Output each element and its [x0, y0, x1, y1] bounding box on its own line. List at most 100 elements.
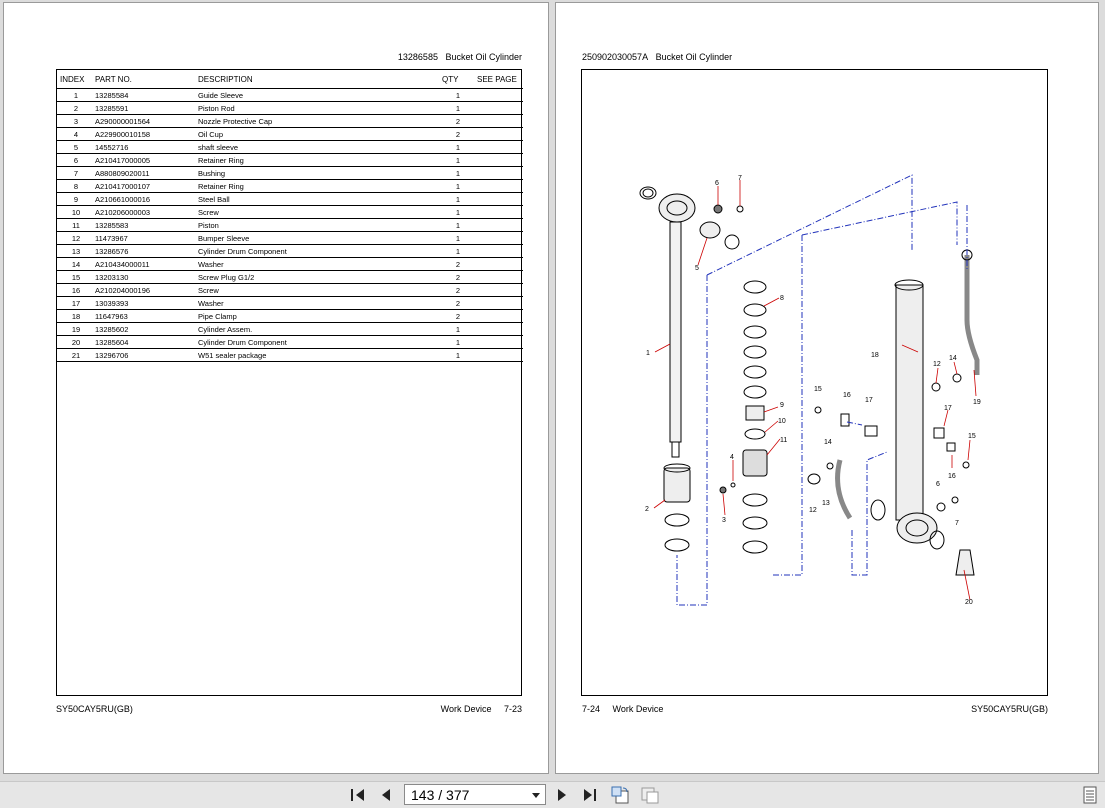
cell-qty: 1: [439, 153, 474, 167]
cell-index: 13: [57, 244, 92, 258]
sidebar-panel-icon: [1083, 786, 1097, 804]
callout-19: 19: [973, 399, 981, 406]
cell-part-no: A229900010158: [92, 127, 195, 141]
cell-qty: 1: [439, 244, 474, 258]
callout-12b: 12: [809, 507, 817, 514]
column-header-description: DESCRIPTION: [195, 70, 439, 89]
rotate-view-button[interactable]: [610, 786, 630, 804]
header-part-no: 13286585: [397, 52, 438, 62]
callout-6b: 6: [936, 481, 940, 488]
cell-index: 10: [57, 205, 92, 219]
cell-see-page: [474, 192, 523, 206]
cell-description: Oil Cup: [195, 127, 439, 141]
callout-2: 2: [645, 506, 649, 513]
next-page-button[interactable]: [552, 786, 572, 804]
cell-qty: 1: [439, 335, 474, 349]
cell-see-page: [474, 179, 523, 193]
cell-qty: 1: [439, 179, 474, 193]
cell-qty: 2: [439, 309, 474, 323]
header-part-no: 250902030057A: [582, 52, 649, 62]
left-footer-model: SY50CAY5RU(GB): [56, 704, 133, 714]
callout-6: 6: [715, 180, 719, 187]
cell-index: 2: [57, 101, 92, 115]
column-header-see-page: SEE PAGE: [474, 70, 523, 89]
cell-index: 19: [57, 322, 92, 336]
cell-see-page: [474, 309, 523, 323]
cell-index: 11: [57, 218, 92, 232]
header-title: Bucket Oil Cylinder: [445, 52, 522, 62]
page-number-select[interactable]: 143 / 377: [404, 784, 546, 805]
cell-part-no: 13296706: [92, 348, 195, 362]
cell-description: Nozzle Protective Cap: [195, 114, 439, 128]
callout-9: 9: [780, 402, 784, 409]
right-footer-section: Work Device: [612, 704, 664, 714]
cell-qty: 1: [439, 322, 474, 336]
right-footer-page: 7-24: [582, 704, 601, 714]
cell-description: Piston: [195, 218, 439, 232]
sidebar-panel-button[interactable]: [1080, 786, 1100, 804]
cell-index: 12: [57, 231, 92, 245]
callout-11: 11: [780, 437, 787, 444]
cell-see-page: [474, 140, 523, 154]
cell-description: Cylinder Drum Component: [195, 244, 439, 258]
callout-12a: 12: [933, 361, 941, 368]
previous-page-button[interactable]: [376, 786, 396, 804]
cell-part-no: 13039393: [92, 296, 195, 310]
cell-index: 7: [57, 166, 92, 180]
cell-description: Screw: [195, 205, 439, 219]
last-page-button[interactable]: [580, 786, 600, 804]
cell-part-no: 13203130: [92, 270, 195, 284]
cell-part-no: A210206000003: [92, 205, 195, 219]
cell-see-page: [474, 322, 523, 336]
cell-description: Cylinder Drum Component: [195, 335, 439, 349]
callout-13: 13: [822, 500, 830, 507]
guide-sleeve-drawing: [663, 463, 691, 552]
page-indicator: 143 / 377: [411, 786, 470, 803]
column-header-index: INDEX: [57, 70, 92, 89]
callout-labels: 1 2 3 4 5 6 7 8 9 10 11 12 12 13 14 14 1…: [645, 175, 981, 606]
cell-description: Steel Ball: [195, 192, 439, 206]
first-page-button[interactable]: [348, 786, 368, 804]
cell-index: 4: [57, 127, 92, 141]
piston-rod-drawing: [658, 193, 696, 458]
cell-see-page: [474, 270, 523, 284]
cell-qty: 1: [439, 205, 474, 219]
next-page-icon: [558, 789, 566, 801]
cell-index: 6: [57, 153, 92, 167]
cell-index: 20: [57, 335, 92, 349]
cell-qty: 1: [439, 166, 474, 180]
callout-14a: 14: [949, 355, 957, 362]
cell-part-no: 14552716: [92, 140, 195, 154]
left-footer-section: Work Device: [440, 704, 492, 714]
chevron-down-icon: [532, 793, 540, 798]
cell-qty: 1: [439, 140, 474, 154]
callout-16b: 16: [948, 473, 956, 480]
cell-see-page: [474, 127, 523, 141]
cell-description: shaft sleeve: [195, 140, 439, 154]
callout-15a: 15: [814, 386, 822, 393]
cell-see-page: [474, 244, 523, 258]
cell-qty: 2: [439, 127, 474, 141]
right-footer-left: 7-24 Work Device: [582, 704, 663, 714]
right-page: 250902030057A Bucket Oil Cylinder: [556, 3, 1098, 773]
cell-index: 3: [57, 114, 92, 128]
fit-page-button[interactable]: [640, 786, 660, 804]
cell-part-no: 13285604: [92, 335, 195, 349]
cell-description: Pipe Clamp: [195, 309, 439, 323]
table-header-row: INDEX PART NO. DESCRIPTION QTY SEE PAGE: [57, 70, 523, 89]
cell-index: 21: [57, 348, 92, 362]
cell-qty: 2: [439, 114, 474, 128]
callout-8: 8: [780, 295, 784, 302]
callout-20: 20: [965, 599, 973, 606]
cell-qty: 2: [439, 296, 474, 310]
